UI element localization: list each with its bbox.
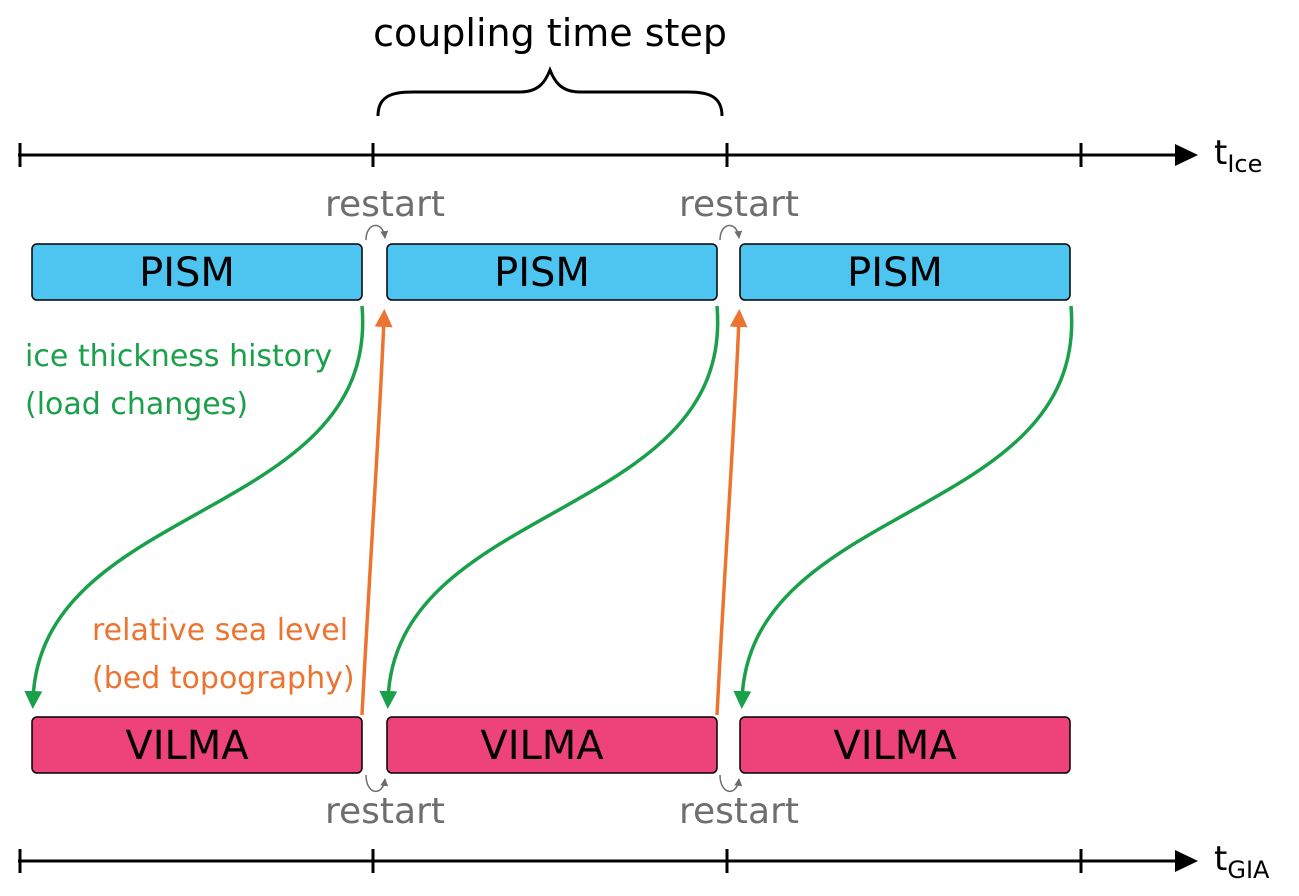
restart-label-top-1: restart (325, 184, 445, 225)
svg-text:VILMA: VILMA (125, 723, 249, 769)
svg-text:PISM: PISM (494, 250, 590, 296)
svg-text:PISM: PISM (847, 250, 943, 296)
gia-time-axis (18, 849, 1198, 873)
svg-text:VILMA: VILMA (480, 723, 604, 769)
restart-label-bottom-1: restart (325, 791, 445, 832)
pism-box-2: PISM (386, 243, 718, 301)
restart-arrow-bottom-2 (719, 774, 743, 792)
restart-arrow-bottom-1 (365, 774, 389, 792)
vilma-box-1: VILMA (31, 716, 363, 774)
ice-history-arrow-3 (733, 305, 1074, 709)
pism-box-3: PISM (739, 243, 1071, 301)
sea-level-arrow-1 (360, 309, 393, 716)
gia-axis-label: tGIA (1214, 839, 1270, 884)
restart-arrow-top-2 (719, 224, 743, 241)
svg-text:VILMA: VILMA (833, 723, 957, 769)
restart-label-bottom-2: restart (679, 791, 799, 832)
ice-history-label: ice thickness history (load changes) (25, 339, 342, 422)
sea-level-arrow-2 (715, 309, 748, 716)
restart-arrow-top-1 (365, 224, 389, 241)
vilma-box-2: VILMA (386, 716, 718, 774)
coupling-brace (376, 65, 724, 117)
svg-text:PISM: PISM (139, 250, 235, 296)
coupling-time-step-label: coupling time step (373, 11, 727, 55)
pism-box-1: PISM (31, 243, 363, 301)
restart-label-top-2: restart (679, 184, 799, 225)
ice-history-arrow-1 (24, 305, 365, 709)
ice-axis-label: tIce (1214, 133, 1262, 178)
sea-level-label: relative sea level (bed topography) (92, 613, 358, 696)
vilma-box-3: VILMA (739, 716, 1071, 774)
ice-time-axis (18, 143, 1198, 167)
ice-history-arrow-2 (379, 305, 720, 709)
